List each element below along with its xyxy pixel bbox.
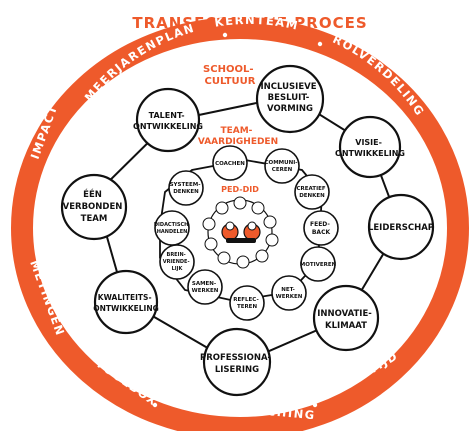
outer-node-innovatie: INNOVATIE- KLIMAAT — [312, 284, 380, 352]
svg-text:DIDACTISCH HANDELEN: DIDACTISCH HANDELEN — [154, 222, 190, 235]
inner-node-didactisch: DIDACTISCH HANDELEN — [154, 210, 190, 246]
schoolcultuur-label: SCHOOL- CULTUUR — [203, 64, 257, 87]
outer-node-leiderschap: LEIDERSCHAP — [367, 193, 435, 261]
inner-node-communiceren: COMMUNI- CEREN — [264, 148, 300, 184]
svg-text:REFLEC- TEREN: REFLEC- TEREN — [233, 297, 260, 310]
svg-text:MOTIVEREN: MOTIVEREN — [300, 262, 337, 268]
inner-node-breinvriendelijk: BREIN- VRIENDE- LIJK — [159, 244, 195, 280]
svg-text:INNOVATIE- KLIMAAT: INNOVATIE- KLIMAAT — [317, 309, 375, 331]
svg-text:KWALITEITS- ONTWIKKELING: KWALITEITS- ONTWIKKELING — [93, 293, 159, 313]
inner-node-netwerken: NET- WERKEN — [271, 275, 307, 311]
svg-text:NET- WERKEN: NET- WERKEN — [276, 287, 303, 300]
svg-text:SYSTEEM- DENKEN: SYSTEEM- DENKEN — [170, 182, 203, 195]
svg-text:BREIN- VRIENDE- LI: BREIN- VRIENDE- LIJK — [163, 252, 192, 272]
svg-text:LEIDERSCHAP: LEIDERSCHAP — [368, 223, 434, 233]
svg-text:INCLUSIEVE BESLUIT-: INCLUSIEVE BESLUIT- VORMING — [261, 82, 320, 114]
svg-text:VISIE- ONTWIKKELING: VISIE- ONTWIKKELING — [335, 138, 405, 158]
inner-node-coachen: COACHEN — [212, 145, 248, 181]
outer-node-visie: VISIE- ONTWIKKELING — [335, 115, 405, 179]
inner-node-reflecteren: REFLEC- TEREN — [229, 285, 265, 321]
ring-label-rolverdeling: ROLVERDELING — [331, 32, 428, 119]
ped-did-label: PED-DID — [221, 185, 259, 194]
svg-text:SAMEN- WERKEN: SAMEN- WERKEN — [192, 281, 219, 294]
center-cluster — [202, 196, 279, 269]
outer-node-professionalisering: PROFESSIONA- LISERING — [200, 327, 274, 397]
outer-orange-ring — [11, 17, 469, 431]
inner-node-samenwerken: SAMEN- WERKEN — [187, 269, 223, 305]
inner-node-systeemdenken: SYSTEEM- DENKEN — [168, 170, 204, 206]
svg-text:CREATIEF DENKEN: CREATIEF DENKEN — [296, 186, 327, 199]
ring-separator-dots — [45, 32, 323, 408]
inner-node-motiveren: MOTIVEREN — [300, 246, 337, 282]
svg-text:TALENT- ONTWIKKELING: TALENT- ONTWIKKELING — [133, 111, 203, 131]
svg-text:COACHEN: COACHEN — [215, 161, 245, 167]
outer-node-inclusieve: INCLUSIEVE BESLUIT- VORMING — [255, 64, 325, 134]
inner-node-creatief: CREATIEF DENKEN — [294, 174, 330, 210]
outer-node-talent: TALENT- ONTWIKKELING — [133, 87, 203, 153]
svg-text:ÉÉN VERBONDEN TEAM: ÉÉN VERBONDEN TEAM — [63, 188, 126, 224]
svg-text:PROFESSIONA- LISERING: PROFESSIONA- LISERING — [200, 353, 274, 375]
inner-node-feedback: FEED- BACK — [303, 210, 339, 246]
people-illustration — [221, 221, 261, 243]
svg-text:FEED- BACK: FEED- BACK — [310, 221, 332, 236]
outer-node-kwaliteit: KWALITEITS- ONTWIKKELING — [93, 269, 159, 335]
svg-text:COMMUNI- CEREN: COMMUNI- CEREN — [265, 160, 300, 173]
teamvaardigheden-label: TEAM- VAARDIGHEDEN — [198, 126, 278, 147]
outer-node-een-team: ÉÉN VERBONDEN TEAM — [60, 173, 128, 241]
